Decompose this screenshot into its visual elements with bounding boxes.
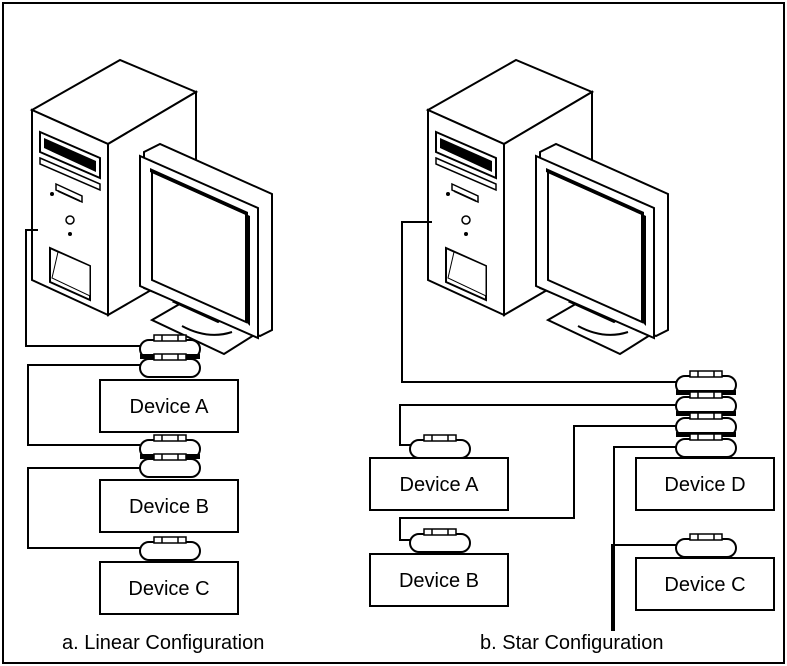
- linear-device-a: Device A: [99, 379, 239, 433]
- star-device-b-label: Device B: [399, 570, 479, 592]
- linear-device-b-label: Device B: [129, 496, 209, 518]
- star-device-d: Device D: [635, 457, 775, 511]
- linear-device-c: Device C: [99, 561, 239, 615]
- star-device-c: Device C: [635, 557, 775, 611]
- star-device-a-label: Device A: [400, 474, 480, 496]
- linear-device-a-label: Device A: [130, 396, 210, 418]
- linear-device-c-label: Device C: [128, 578, 209, 600]
- linear-connector-stack-b: [139, 434, 201, 478]
- linear-cables: [25, 229, 140, 549]
- linear-caption: a. Linear Configuration: [62, 632, 264, 654]
- star-device-a: Device A: [369, 457, 509, 511]
- star-configuration: Device A Device D Device B Device C b. S…: [369, 58, 775, 654]
- linear-device-b: Device B: [99, 479, 239, 533]
- linear-configuration: Device A Device B Device C a. Linear Con…: [25, 58, 274, 654]
- star-caption: b. Star Configuration: [480, 632, 663, 654]
- star-connector-stack-d: [675, 370, 737, 458]
- star-cables: [399, 221, 676, 631]
- star-device-c-label: Device C: [664, 574, 745, 596]
- star-device-d-label: Device D: [664, 474, 745, 496]
- star-device-b: Device B: [369, 553, 509, 607]
- linear-connector-stack-a: [139, 334, 201, 378]
